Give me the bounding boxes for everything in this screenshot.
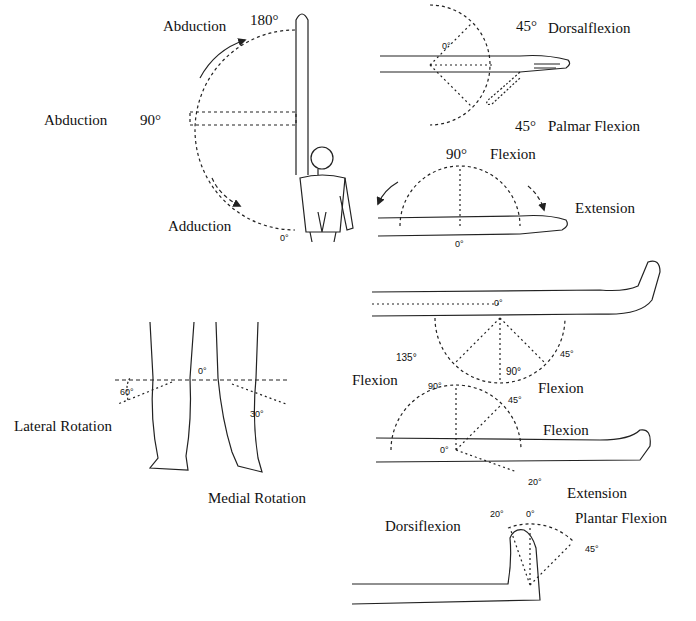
motion-label: 0° (455, 240, 464, 250)
motion-label: 135° (396, 352, 417, 363)
motion-label: 20° (528, 478, 542, 488)
motion-label: Flexion (538, 380, 584, 397)
motion-label: 90° (506, 366, 521, 377)
motion-label: Extension (575, 200, 635, 217)
motion-label: 0° (442, 42, 451, 52)
motion-label: Adduction (168, 218, 231, 235)
motion-label: 90° (446, 146, 467, 163)
motion-label: 30° (250, 410, 264, 420)
motion-label: Dorsalflexion (548, 20, 630, 37)
motion-label: Medial Rotation (208, 490, 306, 507)
motion-label: 90° (140, 112, 161, 129)
motion-label: Abduction (44, 112, 107, 129)
motion-label: 45° (508, 396, 522, 406)
motion-label: 45° (516, 18, 537, 35)
motion-label: Lateral Rotation (14, 418, 112, 435)
motion-label: 0° (280, 234, 289, 244)
motion-label: Palmar Flexion (548, 118, 640, 135)
motion-label: Dorsiflexion (385, 518, 461, 535)
motion-label: 20° (490, 510, 504, 520)
motion-label: 0° (494, 299, 503, 309)
motion-label: 0° (526, 510, 535, 520)
motion-label: Extension (567, 485, 627, 502)
motion-label: 0° (198, 367, 207, 377)
motion-label: 180° (250, 12, 279, 29)
motion-label: Plantar Flexion (575, 510, 667, 527)
motion-label: 45° (585, 545, 599, 555)
motion-label: Flexion (543, 422, 589, 439)
motion-label: Abduction (163, 18, 226, 35)
motion-label: 45° (560, 350, 574, 360)
motion-label: 60° (120, 388, 134, 398)
motion-label: 90° (428, 382, 442, 392)
motion-label: 0° (440, 446, 449, 456)
motion-label: Flexion (490, 146, 536, 163)
motion-label: 45° (515, 118, 536, 135)
motion-label: Flexion (352, 372, 398, 389)
